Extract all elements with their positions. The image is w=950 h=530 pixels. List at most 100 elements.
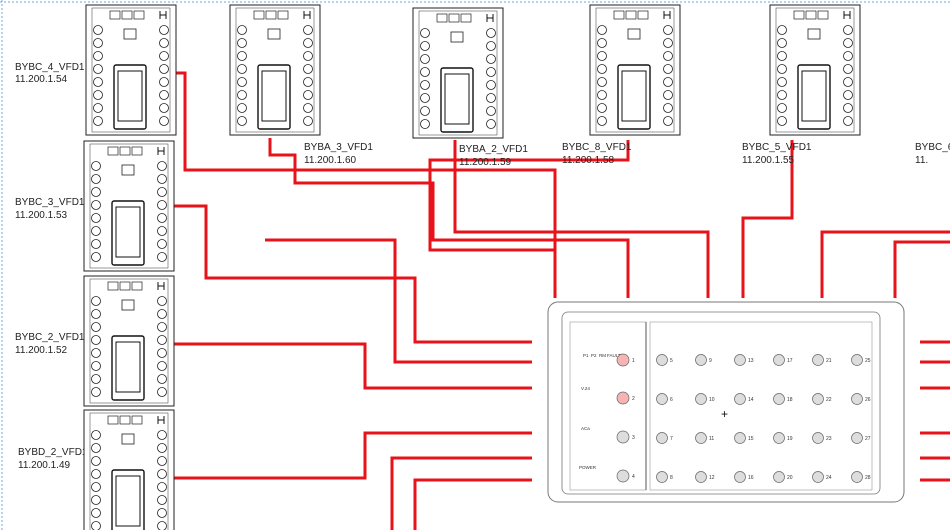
- switch-port[interactable]: 19: [773, 432, 793, 444]
- switch-port[interactable]: 4: [616, 469, 635, 483]
- vfd-drive[interactable]: [589, 4, 681, 136]
- switch-port[interactable]: 16: [734, 471, 754, 483]
- port-jack: [656, 393, 668, 405]
- switch-port[interactable]: 13: [734, 354, 754, 366]
- vfd-keypad-housing: [617, 64, 651, 130]
- switch-port[interactable]: 12: [695, 471, 715, 483]
- vfd-terminal: [237, 90, 247, 100]
- vfd-terminal: [91, 252, 101, 262]
- switch-label-p2: P2: [591, 353, 597, 358]
- switch-port[interactable]: 5: [656, 354, 674, 366]
- vfd-terminal: [237, 77, 247, 87]
- port-number: 15: [748, 436, 754, 442]
- switch-port[interactable]: 2: [616, 391, 635, 405]
- vfd-terminal: [420, 80, 430, 90]
- device-name: BYBD_2_VFD1: [18, 447, 88, 458]
- vfd-drive[interactable]: [229, 4, 321, 136]
- wire-bybc3[interactable]: [174, 204, 532, 344]
- switch-port[interactable]: 27: [851, 432, 871, 444]
- port-jack: [616, 469, 630, 483]
- vfd-terminal: [93, 38, 103, 48]
- wire-bybc6[interactable]: [820, 230, 950, 298]
- switch-port[interactable]: 21: [812, 354, 832, 366]
- vfd-keypad: [115, 206, 141, 258]
- vfd-inner-frame: [775, 7, 855, 133]
- switch-port[interactable]: 10: [695, 393, 715, 405]
- vfd-connector: [119, 281, 131, 291]
- switch-port[interactable]: 6: [656, 393, 674, 405]
- switch-label-v24: V.24: [581, 386, 590, 391]
- vfd-terminal: [303, 38, 313, 48]
- port-jack: [734, 432, 746, 444]
- switch-port[interactable]: 9: [695, 354, 713, 366]
- switch-port[interactable]: 24: [812, 471, 832, 483]
- vfd-terminal: [157, 495, 167, 505]
- vfd-drive[interactable]: [83, 409, 175, 530]
- switch-port[interactable]: 11: [695, 432, 715, 444]
- vfd-connector: [265, 10, 277, 20]
- switch-port[interactable]: 23: [812, 432, 832, 444]
- wire-b[interactable]: [390, 456, 532, 530]
- switch-port[interactable]: 7: [656, 432, 674, 444]
- wire-byba2[interactable]: [453, 140, 710, 298]
- vfd-terminal: [843, 103, 853, 113]
- vfd-terminal: [663, 90, 673, 100]
- vfd-drive[interactable]: [85, 4, 177, 136]
- vfd-terminal: [420, 93, 430, 103]
- vfd-ground-icon: [663, 11, 671, 19]
- wire-bybc2[interactable]: [174, 342, 532, 390]
- switch-port[interactable]: 15: [734, 432, 754, 444]
- wire-bybc8[interactable]: [428, 140, 630, 298]
- switch-label-rm: RM: [599, 353, 606, 358]
- vfd-terminal: [777, 116, 787, 126]
- switch-port[interactable]: 20: [773, 471, 793, 483]
- wire-bybc4[interactable]: [174, 71, 557, 298]
- switch-label-fault: FAULT: [607, 353, 621, 358]
- vfd-terminal: [91, 443, 101, 453]
- switch-port[interactable]: 18: [773, 393, 793, 405]
- port-jack: [773, 432, 785, 444]
- vfd-terminal: [663, 116, 673, 126]
- switch-port[interactable]: 1: [616, 353, 635, 367]
- vfd-drive[interactable]: [412, 7, 504, 139]
- port-jack: [851, 432, 863, 444]
- vfd-keypad-housing: [111, 200, 145, 266]
- vfd-terminal: [91, 213, 101, 223]
- vfd-terminal: [843, 38, 853, 48]
- vfd-connector: [448, 13, 460, 23]
- wire-bybc5[interactable]: [741, 140, 794, 298]
- switch-port[interactable]: 26: [851, 393, 871, 405]
- port-jack: [773, 354, 785, 366]
- wire-bybc6b[interactable]: [893, 240, 950, 298]
- vfd-drive[interactable]: [83, 275, 175, 407]
- vfd-terminal: [159, 77, 169, 87]
- vfd-terminal: [303, 103, 313, 113]
- device-name: BYBC_3_VFD1: [15, 197, 85, 208]
- wire-c[interactable]: [413, 478, 532, 530]
- switch-port[interactable]: 25: [851, 354, 871, 366]
- vfd-terminal: [237, 116, 247, 126]
- vfd-terminal: [597, 25, 607, 35]
- vfd-ground-icon: [843, 11, 851, 19]
- vfd-keypad-housing: [111, 335, 145, 401]
- vfd-terminal: [91, 508, 101, 518]
- port-number: 25: [865, 358, 871, 364]
- vfd-drive[interactable]: [83, 140, 175, 272]
- port-number: 17: [787, 358, 793, 364]
- wire-a[interactable]: [265, 238, 532, 364]
- vfd-terminal: [159, 103, 169, 113]
- vfd-ground-icon: [486, 14, 494, 22]
- vfd-drive[interactable]: [769, 4, 861, 136]
- vfd-connector: [793, 10, 805, 20]
- switch-port[interactable]: 17: [773, 354, 793, 366]
- switch-port[interactable]: 28: [851, 471, 871, 483]
- switch-port[interactable]: 3: [616, 430, 635, 444]
- switch-port[interactable]: 8: [656, 471, 674, 483]
- port-jack: [812, 471, 824, 483]
- network-switch[interactable]: P1 P2 RM FAULT V.24 ACa POWER + 12345678…: [547, 301, 905, 503]
- switch-port[interactable]: 22: [812, 393, 832, 405]
- switch-port[interactable]: 14: [734, 393, 754, 405]
- vfd-terminal: [157, 387, 167, 397]
- wire-byba3[interactable]: [268, 138, 630, 298]
- wire-bybd2[interactable]: [174, 431, 532, 480]
